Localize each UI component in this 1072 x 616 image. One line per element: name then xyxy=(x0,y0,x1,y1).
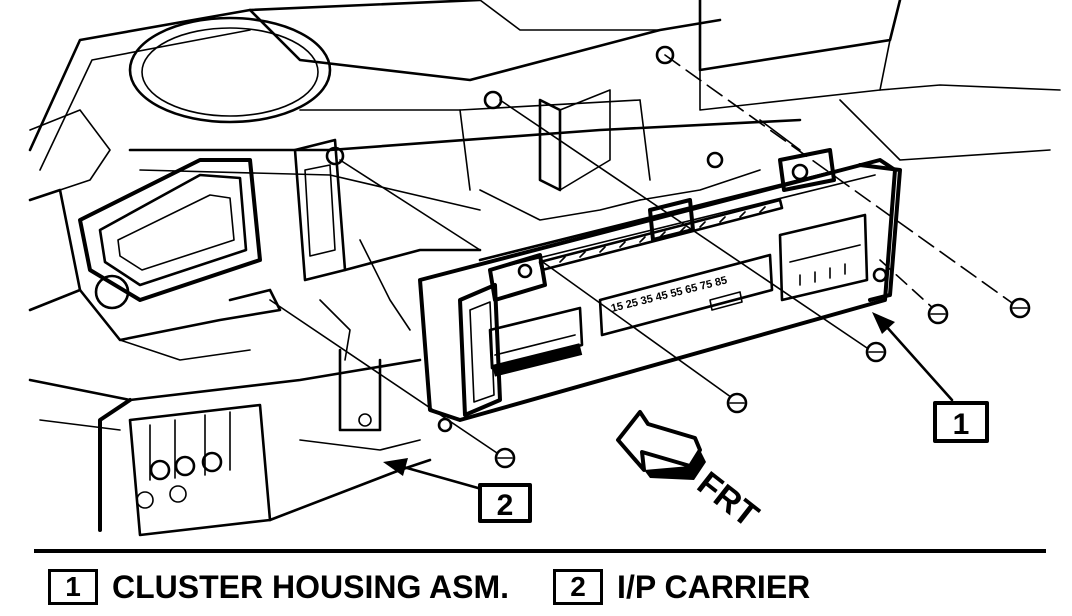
callout-1: 1 xyxy=(872,312,989,443)
legend-label-cluster-housing: CLUSTER HOUSING ASM. xyxy=(112,568,510,605)
screws xyxy=(494,297,1031,469)
legend-divider xyxy=(34,549,1046,553)
legend-item-cluster-housing: 1 CLUSTER HOUSING ASM. xyxy=(48,569,509,606)
parts-legend: 1 CLUSTER HOUSING ASM. 2 I/P CARRIER xyxy=(48,566,810,608)
instrument-panel-exploded-diagram: 15 25 35 45 55 65 75 85 1 xyxy=(28,0,1061,537)
legend-number-2: 2 xyxy=(553,569,604,605)
front-direction-arrow: FRT xyxy=(616,410,766,535)
callout-2-number: 2 xyxy=(497,489,514,522)
legend-label-ip-carrier: I/P CARRIER xyxy=(617,568,811,605)
front-direction-label: FRT xyxy=(690,464,766,535)
callout-1-number: 1 xyxy=(953,408,970,441)
legend-number-1: 1 xyxy=(48,569,98,605)
fastener-alignment-lines xyxy=(269,54,1016,456)
callout-2: 2 xyxy=(383,458,532,523)
ip-carrier-structure xyxy=(28,0,1061,537)
legend-item-ip-carrier: 2 I/P CARRIER xyxy=(553,569,810,606)
cluster-housing-assembly: 15 25 35 45 55 65 75 85 xyxy=(418,148,902,433)
